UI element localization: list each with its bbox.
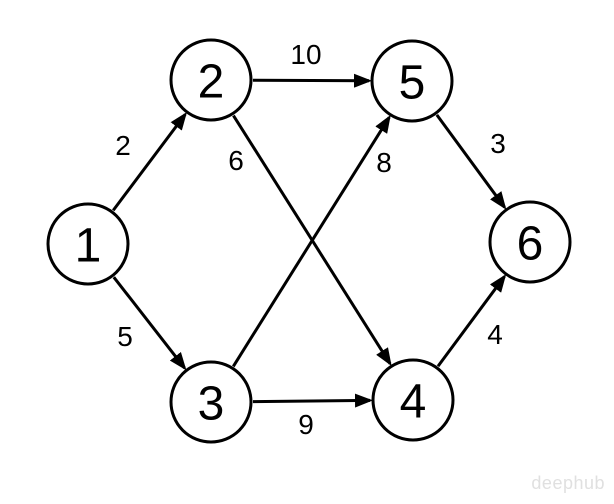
edge-weight-5-6: 3: [490, 128, 506, 159]
nodes-layer: 1 2 3 4 5 6: [46, 38, 572, 444]
node-circle-5: [370, 39, 454, 123]
edge-weight-1-2: 2: [115, 130, 131, 161]
edge-weight-1-3: 5: [117, 321, 133, 352]
edge-weight-2-4: 6: [228, 145, 244, 176]
node-label-3: 3: [198, 377, 225, 430]
graph-node-1: 1: [46, 202, 130, 286]
edge-1-to-2: [111, 112, 187, 212]
node-label-5: 5: [399, 56, 426, 109]
edges-layer: 2 5 10 6 8 9 3 4: [111, 39, 507, 440]
node-circle-1: [46, 202, 130, 286]
edge-3-to-4: [252, 393, 374, 408]
node-label-6: 6: [517, 217, 544, 270]
graph-node-4: 4: [371, 358, 455, 442]
edge-5-to-6: [435, 113, 507, 210]
edge-4-to-6: [436, 274, 507, 368]
edge-2-to-5: [252, 73, 373, 88]
edge-3-to-5: [232, 114, 391, 368]
edge-weight-4-6: 4: [487, 319, 503, 350]
graph-node-2: 2: [169, 38, 253, 122]
node-circle-3: [169, 360, 253, 444]
node-label-2: 2: [198, 55, 225, 108]
node-label-1: 1: [75, 219, 102, 272]
node-label-4: 4: [400, 375, 427, 428]
watermark: deephub: [531, 473, 605, 493]
graph-node-3: 3: [169, 360, 253, 444]
node-circle-2: [169, 38, 253, 122]
graph-node-5: 5: [370, 39, 454, 123]
node-circle-4: [371, 358, 455, 442]
edge-weight-3-5: 8: [376, 147, 392, 178]
graph-node-6: 6: [488, 200, 572, 284]
edge-weight-2-5: 10: [290, 39, 321, 70]
edge-1-to-3: [112, 276, 187, 371]
node-circle-6: [488, 200, 572, 284]
edge-weight-3-4: 9: [298, 409, 314, 440]
